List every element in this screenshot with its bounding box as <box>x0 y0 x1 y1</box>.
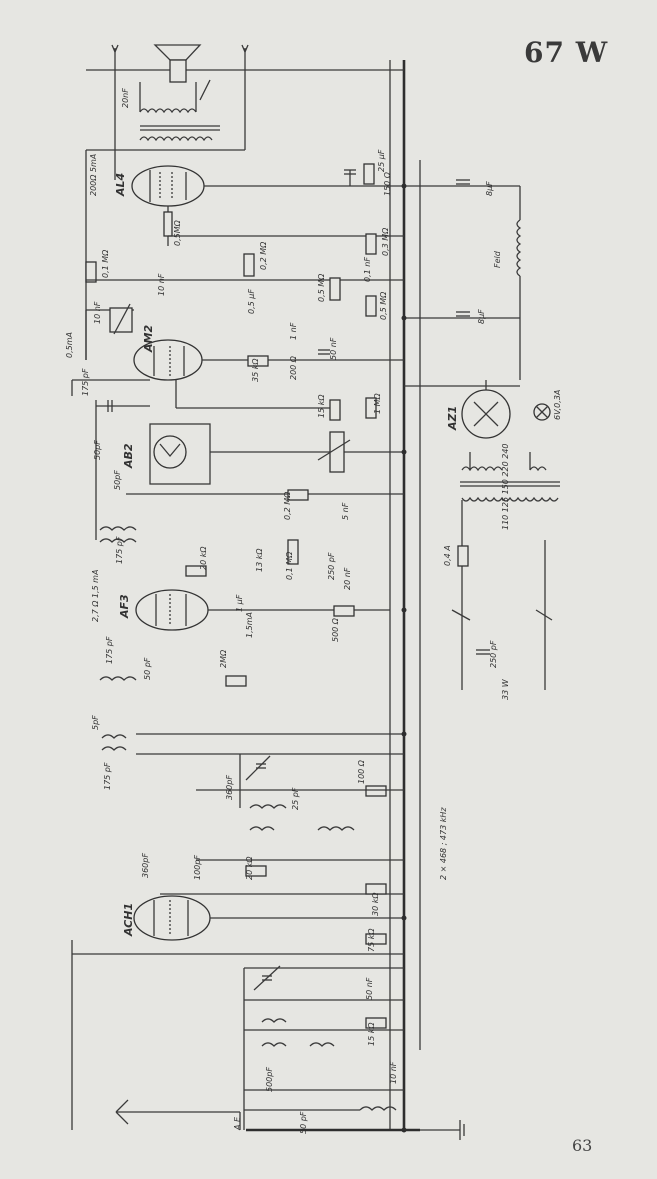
r-1m-label: 1 MΩ <box>373 392 382 414</box>
c-01-label: 0,1 nF <box>363 257 372 282</box>
sw-33-label: 33 W <box>501 678 510 700</box>
c-50b-label: 50 pF <box>143 657 152 680</box>
lamp-label: 6V,0,3A <box>553 390 562 420</box>
antenna-icon <box>115 1099 240 1125</box>
r-02-label: 0,2 MΩ <box>259 241 268 270</box>
c-25uf-label: 25 µF <box>377 149 386 172</box>
feld-label: Feld <box>493 250 502 268</box>
r-20k-label: 20 kΩ <box>199 546 208 570</box>
am2-label: AM2 <box>142 325 155 353</box>
c-50pf2-label: 50pF <box>113 470 122 490</box>
r-3k-label: 35 kΩ <box>251 358 260 382</box>
c-10nf-label: 10 nF <box>93 301 102 324</box>
c-10-label: 10 nF <box>157 273 166 296</box>
r-05-label: 0,5MΩ <box>173 219 182 246</box>
c-8uf-top-label: 8µF <box>485 181 494 196</box>
r-05b-label: 0,5 MΩ <box>317 273 326 302</box>
az1-label: AZ1 <box>446 406 459 431</box>
c-5-label: 5 nF <box>341 502 350 520</box>
c-8uf-label: 8µF <box>477 309 486 324</box>
ach1-label: ACH1 <box>122 903 135 937</box>
c-250pf-label: 250 pF <box>489 640 498 668</box>
i-27-label: 2,7 Ω 1,5 mA <box>91 570 100 622</box>
c-175c-label: 175 pF <box>105 636 114 664</box>
r-03-label: 0,3 MΩ <box>381 227 390 256</box>
r-05c-label: 0,5 MΩ <box>379 291 388 320</box>
c-10b-label: 10 nF <box>389 1061 398 1084</box>
r-150-label: 150 Ω <box>383 171 392 196</box>
r-20kb-label: 20 kΩ <box>245 856 254 880</box>
tube-al4: AL4 <box>114 165 205 207</box>
c-20nf-label: 20nF <box>121 88 130 108</box>
c-05-label: 0,5 µF <box>247 289 256 314</box>
r-0-1-label: 0,1 MΩ <box>285 551 294 580</box>
mains-label: 110 125 150 220 240 <box>501 443 510 530</box>
c-50c-label: 50 nF <box>365 977 374 1000</box>
main-bus <box>86 60 460 1132</box>
tube-az1: AZ1 <box>446 389 511 439</box>
freq-label: 2 × 468 ; 473 kHz <box>439 807 448 880</box>
ab2-label: AB2 <box>122 443 135 469</box>
al4-label: AL4 <box>114 173 127 197</box>
tube-ab2: AB2 <box>122 423 211 485</box>
page-number: 63 <box>572 1136 593 1155</box>
r-30k-label: 30 kΩ <box>371 892 380 916</box>
c-50pf-label: 50pF <box>93 440 102 460</box>
af3-label: AF3 <box>118 594 131 619</box>
c-25-label: 25 pF <box>291 787 300 810</box>
r-100-label: 100 Ω <box>357 759 366 784</box>
c-500-label: 500pF <box>265 1067 274 1092</box>
loudspeaker <box>111 44 249 180</box>
i-05-label: 0,5mA <box>65 332 74 358</box>
c-5pf-label: 5pF <box>91 715 100 730</box>
r-01-label: 0,1 MΩ <box>101 249 110 278</box>
ground-icon <box>459 1120 465 1140</box>
c-1u-label: 1 µF <box>235 594 244 612</box>
r-15-label: 15 kΩ <box>317 394 326 418</box>
c-175d-label: 175 pF <box>103 762 112 790</box>
i-15-label: 1,5mA <box>245 612 254 638</box>
output-transformer <box>139 79 220 142</box>
r-15k-label: 15 kΩ <box>367 1022 376 1046</box>
tube-ach1: ACH1 <box>122 895 211 941</box>
fuse-label: 0,4 A <box>443 545 452 566</box>
r-75-label: 75 kΩ <box>367 928 376 952</box>
r-200b-label: 200 Ω <box>289 355 298 380</box>
c-360-label: 360pF <box>225 775 234 800</box>
model-title: 67 W <box>524 36 609 69</box>
c-20-label: 20 nF <box>343 567 352 590</box>
r-02b-label: 0,2 MΩ <box>283 491 292 520</box>
ant-label: A E <box>233 1116 242 1131</box>
c-100pf-label: 100pF <box>193 855 202 880</box>
c-1-label: 1 nF <box>289 322 298 340</box>
c-250-label: 250 pF <box>327 552 336 580</box>
c-360b-label: 360pF <box>141 853 150 878</box>
r-200-label: 200Ω 5mA <box>89 154 98 196</box>
r-13k-label: 13 kΩ <box>255 548 264 572</box>
r-2m-label: 2MΩ <box>219 649 228 668</box>
c-50d-label: 50 pF <box>299 1111 308 1134</box>
c-175b-label: 175 pF <box>115 536 124 564</box>
c-175a-label: 175 pF <box>81 368 90 396</box>
c-50-label: 50 nF <box>329 337 338 360</box>
r-500-label: 500 Ω <box>331 617 340 642</box>
mains-transformer <box>460 452 560 502</box>
tube-am2: AM2 <box>133 325 203 381</box>
tube-af3: AF3 <box>118 589 209 631</box>
